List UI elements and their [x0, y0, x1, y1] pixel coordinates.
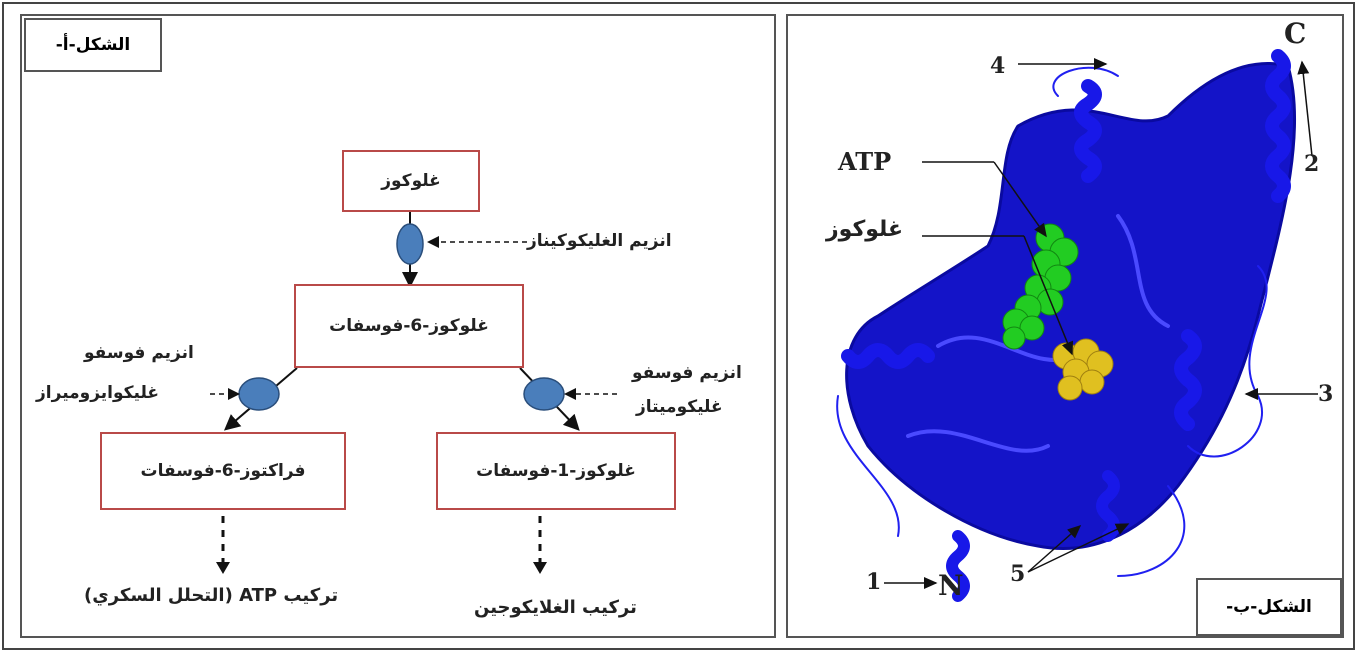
enzyme-glucokinase: [396, 223, 424, 265]
label-glycogen-synthesis: تركيب الغلايكوجين: [474, 597, 637, 618]
label-mutase-2: غليكوميتاز: [636, 397, 723, 417]
arrow-5a: [1027, 525, 1082, 573]
pointer-glucose: [1023, 235, 1074, 356]
arrow-2: [1297, 60, 1313, 157]
label-mutase-1: انزيم فوسفو: [632, 363, 742, 383]
protein-structure: [836, 49, 1318, 602]
box-g6p: غلوكوز-6-فوسفات: [294, 284, 524, 368]
enzyme-isomerase: [238, 377, 280, 411]
label-n: N: [938, 569, 964, 602]
protein-ribbon: [836, 49, 1297, 602]
panel-b-tag: الشكل-ب-: [1196, 578, 1342, 636]
box-glucose: غلوكوز: [342, 150, 480, 212]
label-1: 1: [866, 569, 882, 595]
enzyme-mutase: [523, 377, 565, 411]
panel-b: C 4 2 ATP غلوكوز 3 1 N 5 الشكل-ب-: [786, 14, 1344, 638]
atp-ligand: [1002, 223, 1079, 350]
label-4: 4: [990, 53, 1006, 79]
label-3: 3: [1318, 381, 1334, 407]
label-c: C: [1284, 17, 1307, 50]
label-atp-synthesis: تركيب ATP (التحلل السكري): [84, 585, 339, 606]
label-glucokinase: انزيم الغليكوكيناز: [527, 231, 672, 251]
pointer-atp: [993, 161, 1047, 238]
box-g1p: غلوكوز-1-فوسفات: [436, 432, 676, 510]
panel-a: الشكل-أ- غلوكوز انزيم الغليكوكيناز غلوكو…: [20, 14, 776, 638]
label-2: 2: [1304, 151, 1320, 177]
label-atp: ATP: [838, 147, 892, 176]
label-5: 5: [1010, 561, 1026, 587]
arrow-5b: [1027, 523, 1130, 573]
panel-a-tag: الشكل-أ-: [24, 18, 162, 72]
label-glucose-b: غلوكوز: [826, 217, 904, 242]
box-f6p: فراكتوز-6-فوسفات: [100, 432, 346, 510]
pathway-arrows: [210, 212, 617, 574]
label-isomerase-2: غليكوايزوميراز: [36, 383, 160, 403]
label-isomerase-1: انزيم فوسفو: [84, 343, 194, 363]
